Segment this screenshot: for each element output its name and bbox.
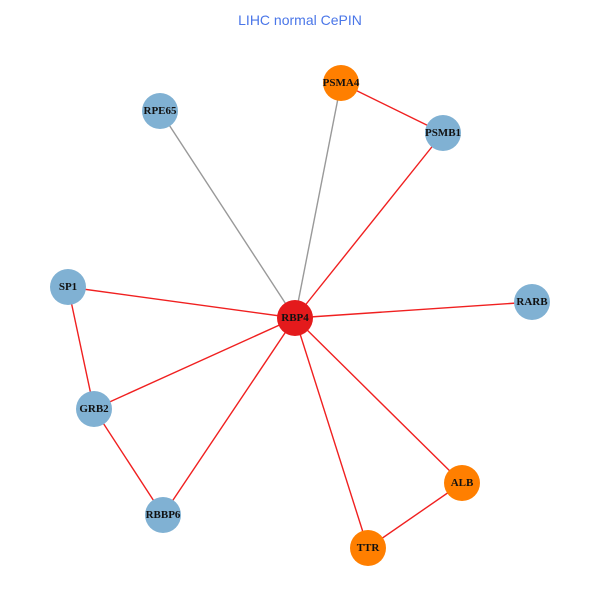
edge-rbbp6-rbp4 (162, 317, 296, 516)
node-rpe65[interactable]: RPE65 (142, 93, 178, 129)
edge-grb2-rbp4 (93, 317, 296, 410)
edge-psmb1-rbp4 (294, 132, 444, 319)
node-rbp4[interactable]: RBP4 (277, 300, 313, 336)
node-circle (425, 115, 461, 151)
edge-sp1-grb2 (67, 286, 95, 410)
node-circle (145, 497, 181, 533)
node-label: PSMB1 (425, 127, 461, 139)
node-label: TTR (357, 542, 381, 554)
node-alb[interactable]: ALB (444, 465, 480, 501)
edge-rbp4-alb (294, 317, 463, 484)
node-label: RBBP6 (146, 509, 181, 521)
edge-rpe65-rbp4 (159, 110, 296, 319)
node-rarb[interactable]: RARB (514, 284, 550, 320)
edge-psma4-rbp4 (294, 82, 342, 319)
node-label: RARB (516, 296, 548, 308)
node-circle (50, 269, 86, 305)
node-label: GRB2 (79, 403, 109, 415)
node-label: RBP4 (281, 312, 309, 324)
node-rbbp6[interactable]: RBBP6 (145, 497, 181, 533)
node-label: PSMA4 (323, 77, 360, 89)
node-label: RPE65 (144, 105, 178, 117)
edge-psma4-psmb1 (340, 82, 444, 134)
node-sp1[interactable]: SP1 (50, 269, 86, 305)
node-circle (323, 65, 359, 101)
node-circle (444, 465, 480, 501)
node-psmb1[interactable]: PSMB1 (425, 115, 461, 151)
node-circle (76, 391, 112, 427)
graph-title: LIHC normal CePIN (238, 12, 362, 28)
node-circle (277, 300, 313, 336)
edge-rarb-rbp4 (294, 301, 533, 319)
node-label: ALB (451, 477, 474, 489)
edge-rbp4-ttr (294, 317, 369, 549)
node-circle (350, 530, 386, 566)
node-circle (142, 93, 178, 129)
node-grb2[interactable]: GRB2 (76, 391, 112, 427)
node-circle (514, 284, 550, 320)
edge-sp1-rbp4 (67, 286, 296, 319)
node-ttr[interactable]: TTR (350, 530, 386, 566)
node-psma4[interactable]: PSMA4 (323, 65, 360, 101)
edge-grb2-rbbp6 (93, 408, 164, 516)
node-label: SP1 (59, 281, 77, 293)
edge-alb-ttr (367, 482, 463, 549)
